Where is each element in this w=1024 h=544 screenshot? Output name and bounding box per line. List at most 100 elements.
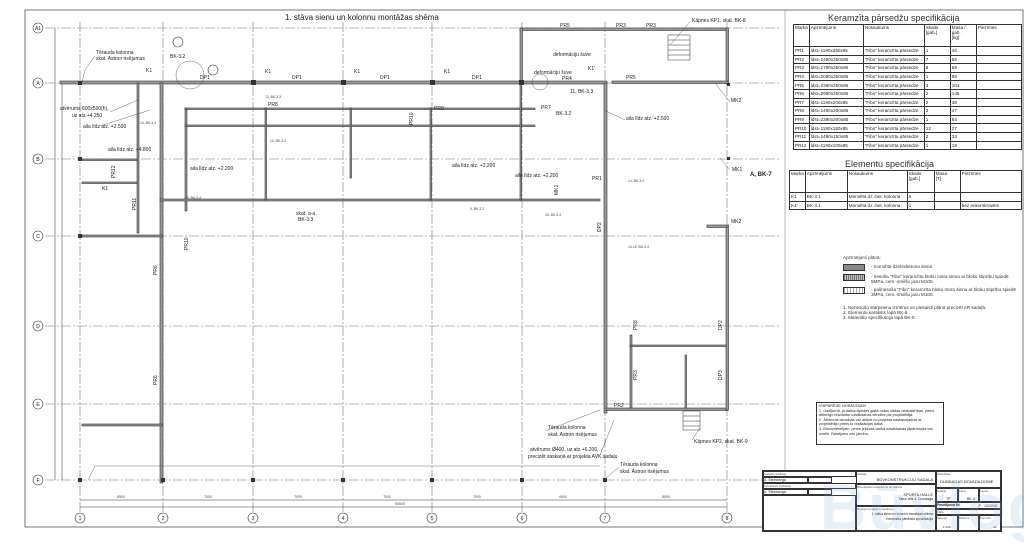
legend-note-2: 2. Elementu saraksts lapā BK-6.: [843, 310, 909, 315]
table-cell: "Fibo" keramzīta pārsedze: [862, 63, 925, 73]
table-cell: "Fibo" keramzīta pārsedze: [862, 97, 925, 108]
table-cell: "Fibo" keramzīta pārsedze: [862, 88, 925, 99]
table-cell: ldst=2990x250x85: [808, 88, 864, 99]
legend-item-nonbearing: - pašnesoša "Fibo" keramzīta bloku mūra …: [843, 287, 1018, 297]
svg-text:skat. Astron risējumus: skat. Astron risējumus: [620, 469, 669, 475]
svg-text:aila līdz atz. +2.200: aila līdz atz. +2.200: [190, 166, 233, 172]
column-header: Apzīmējums: [808, 24, 864, 47]
sheet-number: BK-3: [967, 497, 975, 501]
svg-text:6500: 6500: [559, 495, 567, 499]
svg-text:BK-3.3: BK-3.3: [298, 217, 314, 223]
svg-text:PR6: PR6: [153, 265, 159, 275]
object-name: SPORTA HALLE: [903, 492, 933, 497]
svg-text:aila līdz atz. +2.200: aila līdz atz. +2.200: [452, 163, 495, 169]
row-axis-markers: A1 A B C D E F: [32, 22, 44, 486]
table-cell: 2: [923, 131, 951, 142]
svg-text:DP1: DP1: [380, 75, 390, 81]
table-cell: [975, 80, 1023, 90]
format: A1: [993, 525, 997, 529]
table-cell: PR5: [793, 80, 810, 90]
svg-text:aila līdz atz. +2.200: aila līdz atz. +2.200: [515, 173, 558, 179]
svg-text:15, BK-3.4: 15, BK-3.4: [545, 213, 561, 217]
table-cell: PR9: [793, 114, 810, 125]
svg-text:MK1: MK1: [732, 167, 743, 173]
svg-text:PR5: PR5: [560, 23, 570, 29]
steel-columns: [78, 80, 730, 482]
table-cell: 88: [949, 71, 977, 82]
svg-text:MK2: MK2: [731, 219, 742, 225]
svg-text:K1: K1: [102, 186, 108, 192]
svg-text:PR8: PR8: [268, 102, 278, 108]
table-cell: ldst=1490x250x85: [808, 54, 864, 65]
table-cell: 3: [923, 106, 951, 116]
table-cell: 19: [949, 140, 977, 151]
table-cell: PR6: [793, 88, 810, 99]
table-cell: ldst=2090x250x85: [808, 71, 864, 82]
tech-name: A. Šteinberga: [763, 489, 808, 495]
column-header: Skaits [gab.]: [923, 24, 951, 47]
legend-title: Apzīmējumi plānā:: [843, 255, 881, 260]
legend-note-3: 3. Materiālu specifikācija lapā BK-5.: [843, 315, 916, 320]
table-cell: [959, 192, 1023, 202]
table-cell: 38: [949, 97, 977, 108]
element-spec-title: Elementu specifikācija: [845, 159, 935, 169]
plan-labels: Tērauda kolonna skat. Astron risējumus B…: [60, 18, 772, 475]
table-cell: 1: [923, 140, 951, 151]
svg-text:PR10: PR10: [409, 112, 415, 125]
table-cell: 47: [949, 106, 977, 116]
svg-text:MK2: MK2: [731, 98, 742, 104]
svg-text:PR5: PR5: [626, 75, 636, 81]
svg-text:15, BK-3.4: 15, BK-3.4: [185, 196, 201, 200]
axis-d: D: [36, 324, 40, 330]
table-cell: 5: [906, 192, 935, 202]
detail-circle-k1prime: [531, 73, 549, 91]
column-header: Piezīmes: [975, 24, 1023, 47]
table-cell: 2: [923, 97, 951, 108]
table-cell: PR2: [793, 54, 810, 65]
table-cell: 58: [949, 54, 977, 65]
table-cell: "Fibo" keramzīta pārsedze: [862, 46, 925, 56]
svg-text:PR9: PR9: [434, 106, 444, 112]
svg-text:Tērauda kolonna: Tērauda kolonna: [96, 50, 134, 56]
ceramic-spec-title: Keramzīta pārsedžu specifikācija: [828, 13, 960, 23]
stairs-kp2: [682, 410, 701, 431]
svg-text:K1: K1: [265, 69, 271, 75]
svg-text:10, BK-3.2: 10, BK-3.2: [270, 139, 286, 143]
axis-b: B: [36, 157, 40, 163]
svg-text:A, BK-7: A, BK-7: [750, 172, 772, 178]
table-cell: ldst=1190x150x85: [808, 123, 864, 133]
table-cell: ldst=1490x150x85: [808, 131, 864, 142]
column-header: Apzīmējums: [804, 170, 848, 193]
svg-text:50500: 50500: [395, 502, 405, 506]
table-cell: 27: [949, 123, 977, 133]
section-name: BŪVKONSTRUKCIJU SADAĻA: [876, 477, 933, 482]
table-cell: PR10: [793, 123, 810, 133]
svg-text:12, BK-3.3: 12, BK-3.3: [265, 95, 281, 99]
table-cell: 1: [906, 200, 935, 211]
table-cell: ldst=1790x250x85: [808, 63, 864, 73]
table-cell: [975, 140, 1023, 151]
table-cell: 46: [949, 46, 977, 56]
svg-text:DP3: DP3: [718, 370, 724, 380]
axis-a: A: [36, 81, 40, 87]
column-header: Piezīmes: [959, 170, 1023, 193]
grid-rows: [45, 27, 780, 481]
table-cell: "Fibo" keramzīta pārsedze: [862, 114, 925, 125]
general-note-2: 2. Jebkuras izmaiņas var atšķirt no proj…: [819, 417, 922, 427]
axis-e: E: [36, 402, 40, 408]
table-cell: [933, 192, 961, 202]
legend-item-concrete: - monolīta dzelzsbetona siena: [843, 264, 1018, 271]
table-cell: BK-3.1: [804, 192, 848, 202]
table-cell: 101: [949, 80, 977, 90]
plan-title: 1. stāva sienu un kolonnu montāžas shēma: [285, 13, 439, 22]
